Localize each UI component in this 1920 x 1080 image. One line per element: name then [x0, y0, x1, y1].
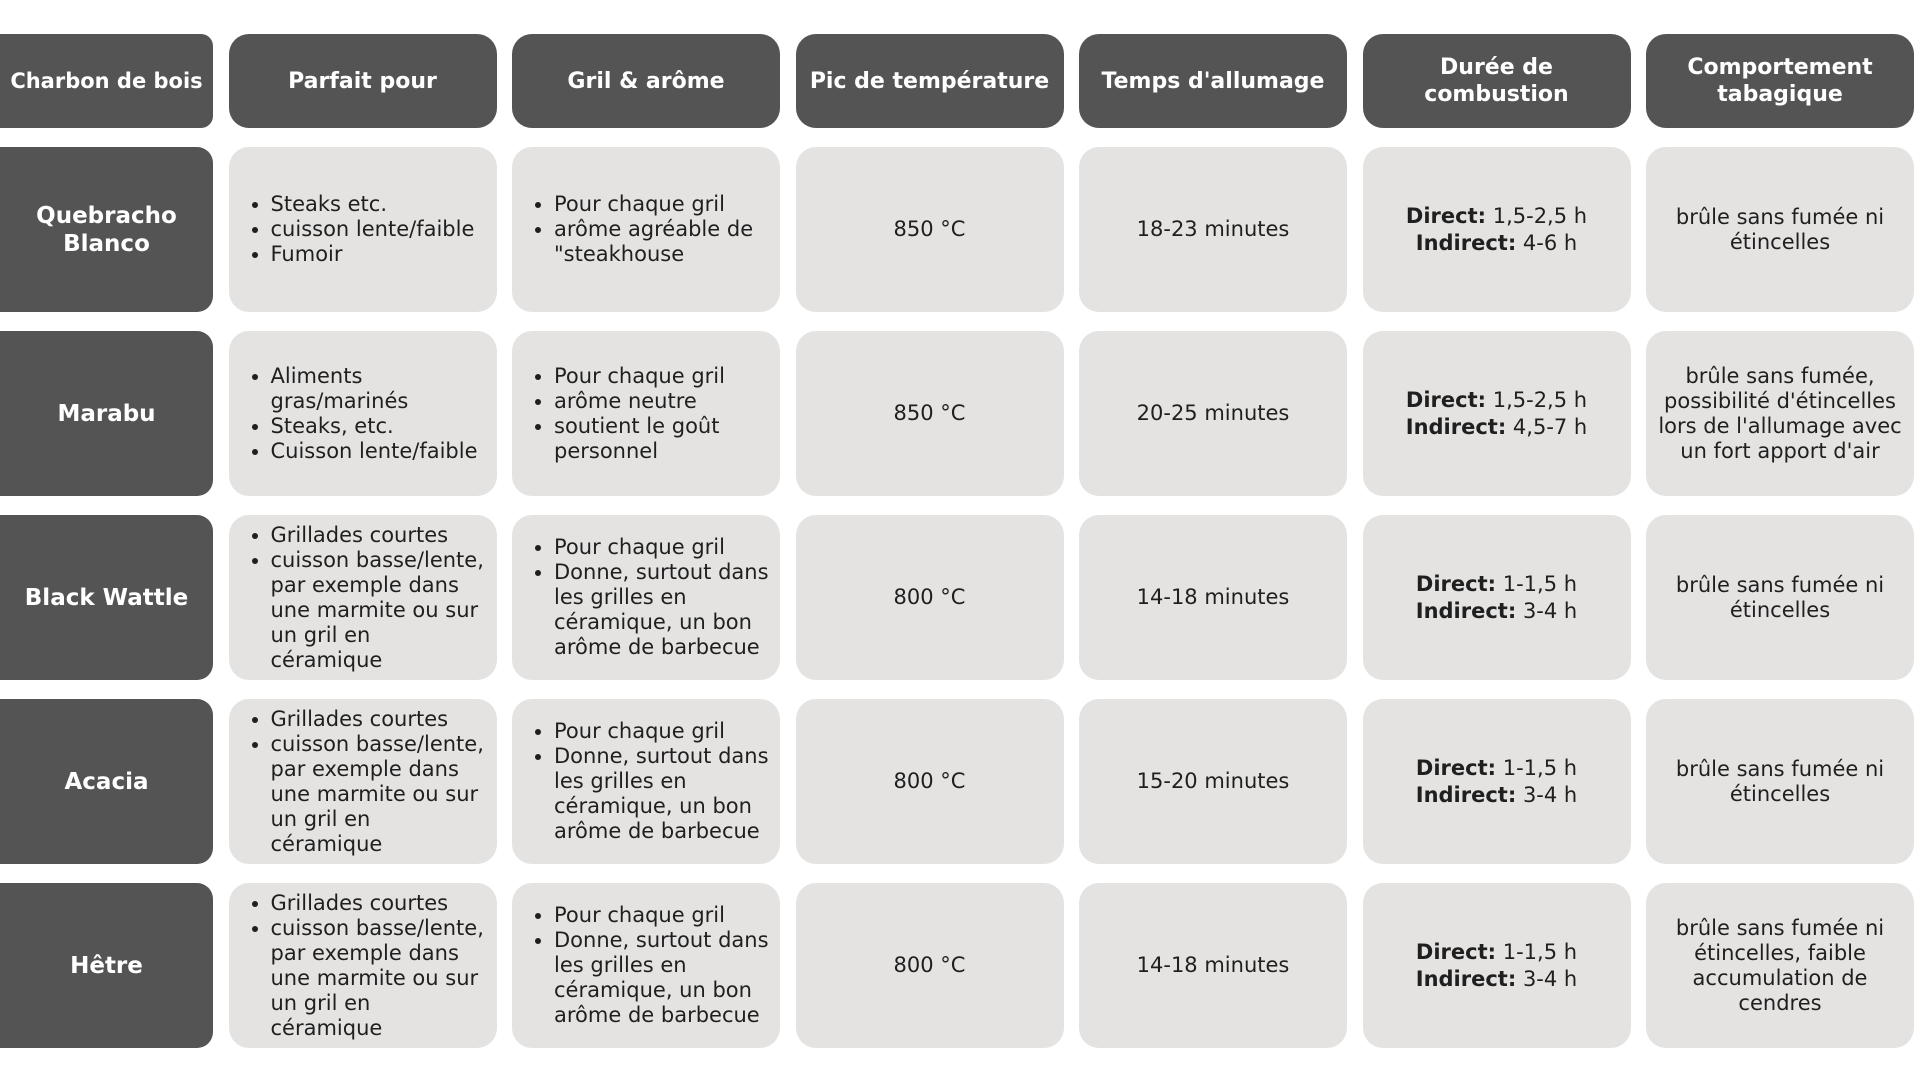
- list-item: Cuisson lente/faible: [271, 439, 489, 464]
- list-item: Aliments gras/marinés: [271, 364, 489, 414]
- list-item: cuisson basse/lente, par exemple dans un…: [271, 548, 489, 673]
- burn-duration-cell: Direct: 1,5-2,5 h Indirect: 4-6 h: [1362, 147, 1631, 312]
- charcoal-comparison-table: Charbon de bois Parfait pour Gril & arôm…: [0, 34, 1920, 1048]
- ignition-time-cell: 14-18 minutes: [1079, 515, 1347, 680]
- indirect-value: 3-4 h: [1522, 966, 1578, 991]
- header-smoke-behavior: Comportement tabagique: [1646, 34, 1914, 128]
- direct-label: Direct:: [1415, 939, 1497, 964]
- direct-value: 1-1,5 h: [1502, 755, 1578, 780]
- ignition-time-cell: 20-25 minutes: [1079, 331, 1347, 496]
- list-item: Pour chaque gril: [554, 903, 772, 928]
- burn-duration-cell: Direct: 1-1,5 h Indirect: 3-4 h: [1362, 883, 1631, 1048]
- ideal-for-cell: Grillades courtes cuisson basse/lente, p…: [228, 883, 497, 1048]
- indirect-label: Indirect:: [1415, 598, 1517, 623]
- direct-value: 1-1,5 h: [1502, 571, 1578, 596]
- direct-value: 1,5-2,5 h: [1492, 387, 1588, 412]
- list-item: Donne, surtout dans les grilles en céram…: [554, 928, 772, 1028]
- indirect-value: 3-4 h: [1522, 598, 1578, 623]
- ideal-for-cell: Steaks etc. cuisson lente/faible Fumoir: [228, 147, 497, 312]
- indirect-label: Indirect:: [1415, 782, 1517, 807]
- peak-temperature-cell: 800 °C: [795, 699, 1064, 864]
- ignition-time-cell: 18-23 minutes: [1079, 147, 1347, 312]
- grill-aroma-cell: Pour chaque gril arôme neutre soutient l…: [512, 331, 780, 496]
- ideal-for-cell: Aliments gras/marinés Steaks, etc. Cuiss…: [228, 331, 497, 496]
- direct-label: Direct:: [1405, 203, 1487, 228]
- list-item: Grillades courtes: [271, 707, 489, 732]
- list-item: Fumoir: [271, 242, 475, 267]
- grill-aroma-cell: Pour chaque gril Donne, surtout dans les…: [512, 699, 780, 864]
- indirect-value: 4,5-7 h: [1512, 414, 1588, 439]
- list-item: Grillades courtes: [271, 523, 489, 548]
- header-grill-aroma: Gril & arôme: [512, 34, 780, 128]
- direct-value: 1-1,5 h: [1502, 939, 1578, 964]
- list-item: cuisson basse/lente, par exemple dans un…: [271, 916, 489, 1041]
- ideal-for-cell: Grillades courtes cuisson basse/lente, p…: [228, 699, 497, 864]
- indirect-value: 3-4 h: [1522, 782, 1578, 807]
- direct-value: 1,5-2,5 h: [1492, 203, 1588, 228]
- peak-temperature-cell: 800 °C: [795, 883, 1064, 1048]
- grill-aroma-cell: Pour chaque gril Donne, surtout dans les…: [512, 515, 780, 680]
- list-item: arôme agréable de "steakhouse: [554, 217, 772, 267]
- list-item: Steaks, etc.: [271, 414, 489, 439]
- smoke-behavior-cell: brûle sans fumée ni étincelles: [1646, 147, 1914, 312]
- row-charcoal-name: Quebracho Blanco: [0, 147, 213, 312]
- list-item: Pour chaque gril: [554, 192, 772, 217]
- indirect-label: Indirect:: [1415, 230, 1517, 255]
- ignition-time-cell: 15-20 minutes: [1079, 699, 1347, 864]
- header-peak-temperature: Pic de température: [795, 34, 1064, 128]
- header-ignition-time: Temps d'allumage: [1079, 34, 1347, 128]
- header-charcoal: Charbon de bois: [0, 34, 213, 128]
- indirect-value: 4-6 h: [1522, 230, 1578, 255]
- list-item: Donne, surtout dans les grilles en céram…: [554, 560, 772, 660]
- list-item: soutient le goût personnel: [554, 414, 772, 464]
- burn-duration-cell: Direct: 1-1,5 h Indirect: 3-4 h: [1362, 515, 1631, 680]
- burn-duration-cell: Direct: 1-1,5 h Indirect: 3-4 h: [1362, 699, 1631, 864]
- smoke-behavior-cell: brûle sans fumée ni étincelles: [1646, 699, 1914, 864]
- direct-label: Direct:: [1415, 571, 1497, 596]
- burn-duration-cell: Direct: 1,5-2,5 h Indirect: 4,5-7 h: [1362, 331, 1631, 496]
- smoke-behavior-cell: brûle sans fumée ni étincelles: [1646, 515, 1914, 680]
- row-charcoal-name: Hêtre: [0, 883, 213, 1048]
- ignition-time-cell: 14-18 minutes: [1079, 883, 1347, 1048]
- header-ideal-for: Parfait pour: [228, 34, 497, 128]
- smoke-behavior-cell: brûle sans fumée, possibilité d'étincell…: [1646, 331, 1914, 496]
- list-item: arôme neutre: [554, 389, 772, 414]
- peak-temperature-cell: 850 °C: [795, 331, 1064, 496]
- row-charcoal-name: Black Wattle: [0, 515, 213, 680]
- indirect-label: Indirect:: [1415, 966, 1517, 991]
- list-item: Steaks etc.: [271, 192, 475, 217]
- ideal-for-cell: Grillades courtes cuisson basse/lente, p…: [228, 515, 497, 680]
- list-item: cuisson basse/lente, par exemple dans un…: [271, 732, 489, 857]
- list-item: Grillades courtes: [271, 891, 489, 916]
- smoke-behavior-cell: brûle sans fumée ni étincelles, faible a…: [1646, 883, 1914, 1048]
- peak-temperature-cell: 800 °C: [795, 515, 1064, 680]
- list-item: Pour chaque gril: [554, 719, 772, 744]
- row-charcoal-name: Acacia: [0, 699, 213, 864]
- grill-aroma-cell: Pour chaque gril Donne, surtout dans les…: [512, 883, 780, 1048]
- list-item: Pour chaque gril: [554, 364, 772, 389]
- row-charcoal-name: Marabu: [0, 331, 213, 496]
- header-burn-duration: Durée de combustion: [1362, 34, 1631, 128]
- grill-aroma-cell: Pour chaque gril arôme agréable de "stea…: [512, 147, 780, 312]
- list-item: cuisson lente/faible: [271, 217, 475, 242]
- list-item: Donne, surtout dans les grilles en céram…: [554, 744, 772, 844]
- direct-label: Direct:: [1415, 755, 1497, 780]
- list-item: Pour chaque gril: [554, 535, 772, 560]
- direct-label: Direct:: [1405, 387, 1487, 412]
- peak-temperature-cell: 850 °C: [795, 147, 1064, 312]
- indirect-label: Indirect:: [1405, 414, 1507, 439]
